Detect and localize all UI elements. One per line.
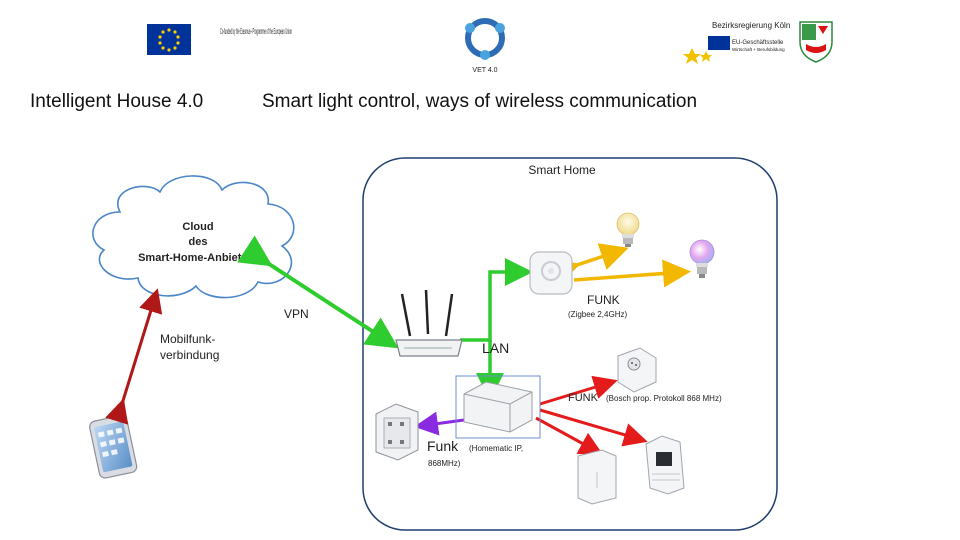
title-left: Intelligent House 4.0 <box>30 91 204 112</box>
zigbee-link-bulb1 <box>549 243 629 286</box>
radiator-thermostat-icon <box>645 435 685 495</box>
lan-link-bridge <box>460 258 533 342</box>
vet-logo-text: VET 4.0 <box>472 67 497 74</box>
smartphone-icon <box>89 414 138 479</box>
zigbee-link-bulb2 <box>573 259 691 288</box>
bosch-link-thermostat <box>539 408 648 447</box>
homematic-wall-actuator-icon <box>375 403 419 461</box>
mobile-label-line2: verbindung <box>160 348 219 362</box>
funk-homematic-sub2: 868MHz) <box>428 459 461 468</box>
router-icon <box>395 289 463 357</box>
mobile-label-line1: Mobilfunk- <box>160 332 215 346</box>
wall-switch-icon <box>577 449 617 505</box>
color-bulb-icon <box>689 239 715 278</box>
hue-bridge-icon <box>529 251 573 295</box>
white-bulb-icon <box>616 212 640 247</box>
funk-bosch-sub: (Bosch prop. Protokoll 868 MHz) <box>606 394 722 403</box>
funk-zigbee-sub: (Zigbee 2,4GHz) <box>568 310 627 319</box>
bosch-link-switch <box>535 416 604 455</box>
smart-home-controller-icon <box>455 375 541 439</box>
cloud-label-line3: Smart-Home-Anbieters <box>138 252 258 264</box>
funk-homematic-label: Funk <box>427 438 459 454</box>
funk-homematic-sub1: (Homematic IP, <box>469 444 523 453</box>
funk-zigbee-label: FUNK <box>587 293 620 307</box>
eu-logo-text: Co-funded by the Erasmus+ Programme of t… <box>220 26 292 36</box>
koeln-logo-title: Bezirksregierung Köln <box>712 21 790 30</box>
cloud-label-line2: des <box>189 236 208 248</box>
smart-home-label: Smart Home <box>528 163 596 177</box>
star-icon <box>700 51 712 62</box>
smart-plug-icon <box>617 347 657 393</box>
eu-logo: Co-funded by the Erasmus+ Programme of t… <box>147 24 292 55</box>
koeln-logo-sub2: Wirtschaft + Berufsbildung <box>732 47 785 52</box>
koeln-logo: Bezirksregierung Köln EU-Geschäftsstelle… <box>683 21 833 64</box>
lan-label: LAN <box>482 340 509 356</box>
vpn-label: VPN <box>284 307 309 321</box>
homematic-link <box>414 411 465 436</box>
funk-bosch-label: FUNK <box>568 392 599 404</box>
bosch-link-plug <box>539 375 618 406</box>
vet-logo: VET 4.0 <box>465 18 505 74</box>
vpn-link <box>237 235 399 349</box>
mobile-link <box>105 288 163 425</box>
title-right: Smart light control, ways of wireless co… <box>262 91 698 112</box>
koeln-logo-sub1: EU-Geschäftsstelle <box>732 40 784 46</box>
star-icon <box>683 48 701 64</box>
cloud-label-line1: Cloud <box>182 221 213 233</box>
